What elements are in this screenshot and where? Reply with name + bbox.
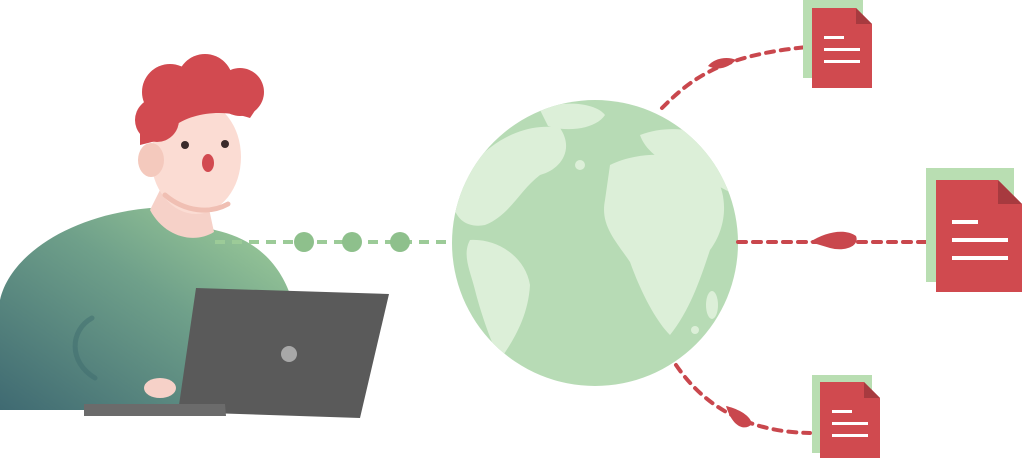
shirt-fold bbox=[72, 315, 98, 381]
marker-middle bbox=[810, 231, 857, 250]
person-ear bbox=[138, 143, 164, 177]
marker-bottom bbox=[726, 406, 752, 428]
connection-dot bbox=[342, 232, 362, 252]
globe-icon bbox=[452, 100, 738, 386]
person-hair bbox=[135, 54, 264, 145]
person-nose bbox=[202, 154, 214, 172]
document-icon bbox=[812, 375, 880, 458]
connection-dot bbox=[390, 232, 410, 252]
link-markers bbox=[708, 58, 857, 428]
person-hand bbox=[144, 378, 176, 398]
document-fold bbox=[998, 180, 1022, 204]
document-page bbox=[936, 180, 1022, 292]
document-fold bbox=[864, 382, 880, 398]
document-icon bbox=[803, 0, 872, 88]
link-to-document-bottom bbox=[674, 363, 812, 435]
laptop-illustration bbox=[84, 288, 389, 418]
document-fold bbox=[856, 8, 872, 24]
person-eye-right bbox=[221, 140, 229, 148]
laptop-base bbox=[84, 404, 226, 416]
document-page bbox=[820, 382, 880, 458]
person-eye-left bbox=[181, 141, 189, 149]
laptop-logo bbox=[281, 346, 297, 362]
marker-top bbox=[708, 58, 736, 69]
document-icon bbox=[926, 168, 1022, 292]
person-illustration bbox=[0, 54, 300, 410]
link-to-document-top bbox=[660, 45, 810, 110]
connection-dot bbox=[294, 232, 314, 252]
connection-person-globe bbox=[215, 232, 452, 252]
person-chin-shadow bbox=[162, 192, 231, 213]
